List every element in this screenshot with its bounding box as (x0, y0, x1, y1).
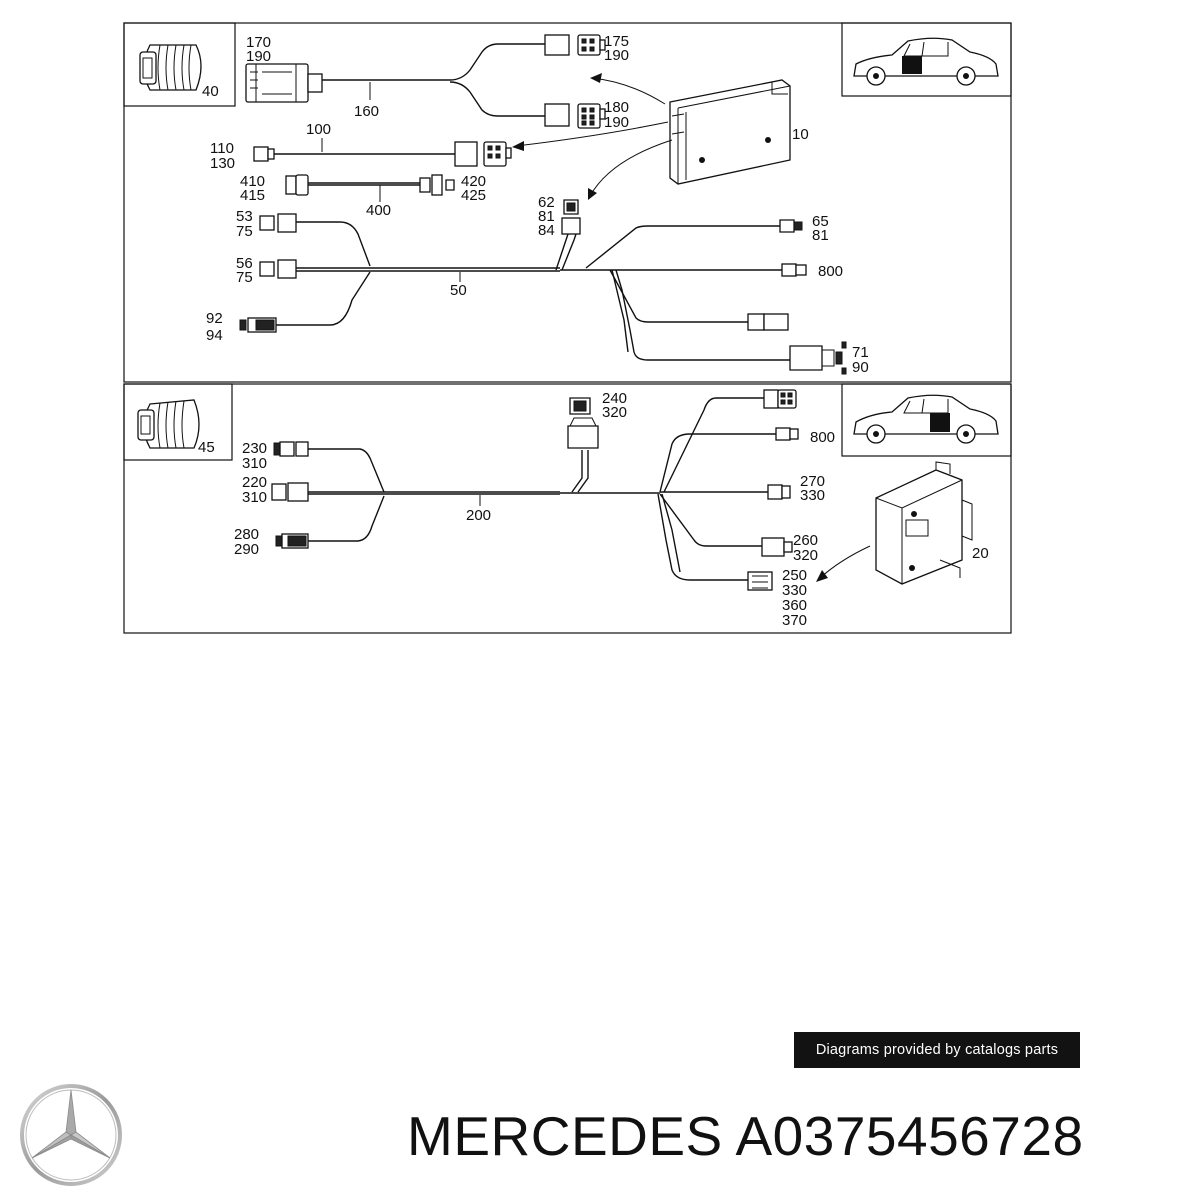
credit-text: Diagrams provided by catalogs parts (815, 1042, 1059, 1058)
callout-800-a: 800 (818, 263, 843, 280)
callout-160: 160 (354, 103, 379, 120)
callout-53: 53 (236, 208, 253, 225)
inset-box-40 (123, 22, 236, 107)
callout-170: 170 (246, 34, 271, 51)
part-number-title: MERCEDES A0375456728 (407, 1105, 1084, 1167)
callout-65: 65 (812, 213, 829, 230)
callout-320-a: 320 (602, 404, 627, 421)
brand-star-logo-icon (20, 1084, 122, 1186)
harness-400 (285, 174, 455, 202)
callout-260: 260 (793, 532, 818, 549)
callout-320-b: 320 (793, 547, 818, 564)
callout-10: 10 (792, 126, 809, 143)
callout-415: 415 (240, 187, 265, 204)
callout-62: 62 (538, 194, 555, 211)
callout-310-a: 310 (242, 455, 267, 472)
arrows-from-module-10 (512, 73, 673, 200)
callout-110: 110 (210, 140, 234, 157)
callout-75-a: 75 (236, 223, 253, 240)
top-panel-frame (123, 22, 1012, 383)
callout-45: 45 (198, 439, 215, 456)
callout-220: 220 (242, 474, 267, 491)
callout-420: 420 (461, 173, 486, 190)
callout-330-a: 330 (800, 487, 825, 504)
credit-banner: Diagrams provided by catalogs parts (794, 1032, 1080, 1068)
car-inset-box-bottom (841, 383, 1012, 457)
callout-175: 175 (604, 33, 629, 50)
bottom-panel-frame (123, 383, 1012, 634)
control-module-20-icon (875, 461, 973, 585)
connector-175-190 (577, 34, 606, 56)
callout-71: 71 (852, 344, 869, 361)
callout-75-b: 75 (236, 269, 253, 286)
sedan-car-icon-bottom (853, 394, 999, 444)
callout-370: 370 (782, 612, 807, 629)
callout-250: 250 (782, 567, 807, 584)
connector-180-190 (577, 103, 606, 129)
grommet-40-icon (139, 44, 202, 91)
wiring-harness-diagram: 40 170 190 175 190 160 180 190 10 100 11… (123, 22, 1012, 634)
connector-180-box (544, 103, 570, 127)
callout-90: 90 (852, 359, 869, 376)
callouts-top: 40 170 190 175 190 160 180 190 10 100 11… (202, 33, 869, 376)
callout-280: 280 (234, 526, 259, 543)
callout-410: 410 (240, 173, 265, 190)
callout-330-b: 330 (782, 582, 807, 599)
inset-box-45 (123, 383, 233, 461)
grommet-45-icon (137, 399, 200, 449)
callout-50: 50 (450, 282, 467, 299)
callout-190-b: 190 (604, 47, 629, 64)
callout-190-a: 190 (246, 48, 271, 65)
sedan-car-icon-top (853, 37, 999, 86)
control-module-10-icon (669, 79, 791, 185)
callout-130: 130 (210, 155, 235, 172)
callout-81-a: 81 (538, 208, 555, 225)
callout-290: 290 (234, 541, 259, 558)
callout-425: 425 (461, 187, 486, 204)
harness-160-wire (322, 43, 545, 117)
callout-94: 94 (206, 327, 223, 344)
callout-190-c: 190 (604, 114, 629, 131)
arrow-from-module-20 (819, 545, 871, 579)
callout-310-b: 310 (242, 489, 267, 506)
harness-100 (253, 138, 512, 167)
callout-81-b: 81 (812, 227, 829, 244)
callout-100: 100 (306, 121, 331, 138)
car-inset-box-top (841, 22, 1012, 97)
callout-270: 270 (800, 473, 825, 490)
callout-84: 84 (538, 222, 555, 239)
callout-400: 400 (366, 202, 391, 219)
connector-175-box (544, 34, 570, 56)
harness-200 (271, 389, 799, 591)
callout-230: 230 (242, 440, 267, 457)
callout-240: 240 (602, 390, 627, 407)
callout-200: 200 (466, 507, 491, 524)
callout-56: 56 (236, 255, 253, 272)
callouts-bottom: 45 240 320 800 230 310 220 310 200 270 3… (198, 390, 989, 629)
callout-360: 360 (782, 597, 807, 614)
callout-40: 40 (202, 83, 219, 100)
connector-170-190 (245, 63, 323, 103)
callout-20: 20 (972, 545, 989, 562)
callout-800-b: 800 (810, 429, 835, 446)
callout-180: 180 (604, 99, 629, 116)
harness-50 (239, 199, 847, 375)
callout-92: 92 (206, 310, 223, 327)
